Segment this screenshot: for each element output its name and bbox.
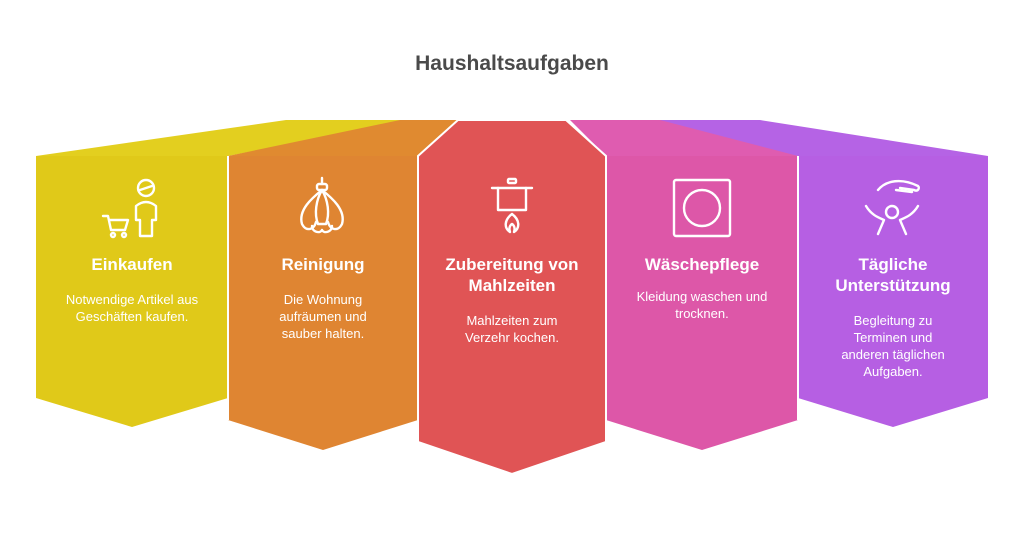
panel-desc-reinigung: Die Wohnung aufräumen und sauber halten. <box>279 292 367 341</box>
panel-desc-taegliche-unterstuetzung: Begleitung zu Terminen und anderen tägli… <box>841 313 945 379</box>
panel-top-5 <box>660 120 988 156</box>
cooking-pot-flame-icon <box>490 177 534 234</box>
panel-title-einkaufen: Einkaufen <box>91 255 173 274</box>
panel-desc-waeschepflege: Kleidung waschen und trocknen. <box>636 289 768 321</box>
panel-top-1 <box>36 120 412 156</box>
washing-machine-icon <box>672 178 732 238</box>
panel-title-waeschepflege: Wäschepflege <box>644 255 760 274</box>
panel-body-2 <box>228 156 418 450</box>
panel-title-taegliche-unterstuetzung: Tägliche Unterstützung <box>835 255 951 295</box>
panel-desc-zubereitung: Mahlzeiten zum Verzehr kochen. <box>465 313 559 345</box>
panel-body-5 <box>798 156 988 427</box>
panel-body-3 <box>417 119 607 476</box>
chandelier-cleaning-icon <box>300 176 344 234</box>
panel-desc-einkaufen: Notwendige Artikel aus Geschäften kaufen… <box>65 292 199 324</box>
shopping-cart-person-icon <box>101 178 158 239</box>
diagram-title: Haushaltsaufgaben <box>415 52 609 75</box>
panel-title-reinigung: Reinigung <box>281 255 365 274</box>
panel-body-1 <box>36 156 228 427</box>
panel-title-zubereitung: Zubereitung von Mahlzeiten <box>445 255 579 295</box>
panel-top-4 <box>570 120 798 156</box>
panel-body-4 <box>606 156 798 450</box>
panel-top-2 <box>228 120 480 156</box>
helping-hand-person-icon <box>864 179 920 236</box>
